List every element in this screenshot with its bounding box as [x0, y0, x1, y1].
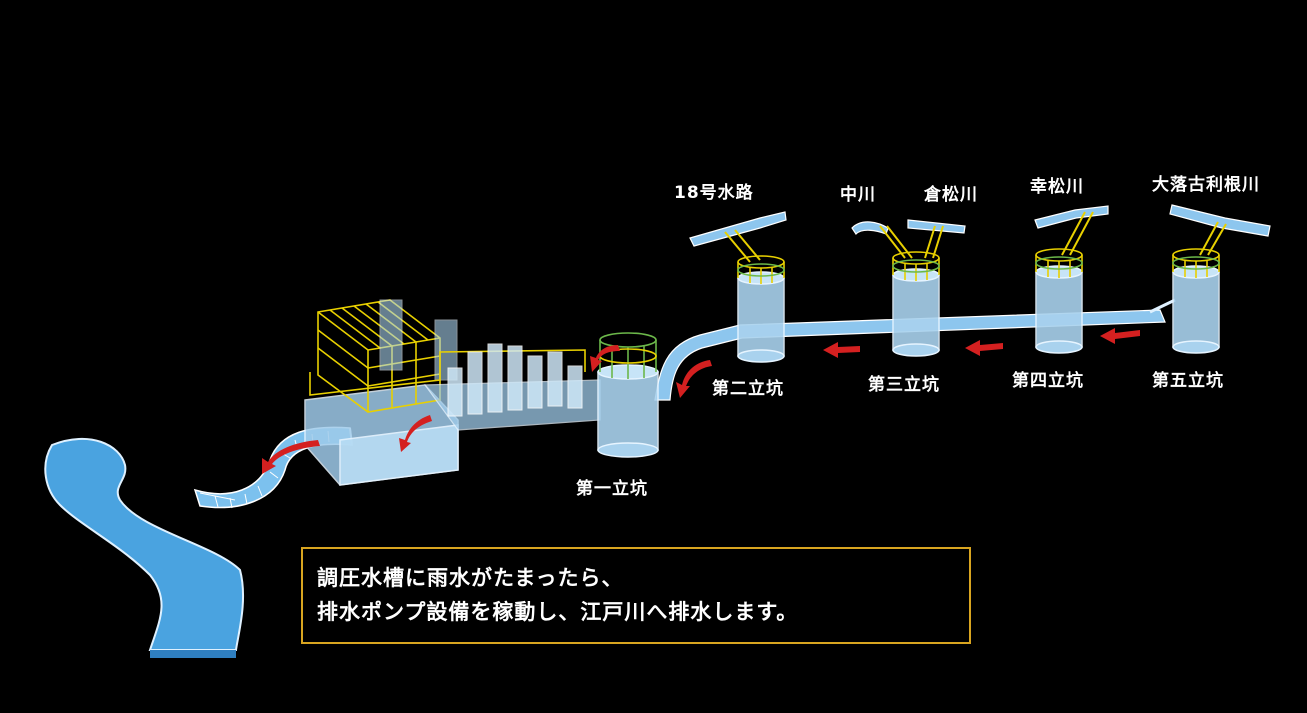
caption-line-2: 排水ポンプ設備を稼動し、江戸川へ排水します。 — [317, 600, 799, 624]
river-label-18gou: 18号水路 — [674, 183, 754, 203]
river-label-ootoshifurutone: 大落古利根川 — [1152, 175, 1260, 195]
caption-line-1: 調圧水槽に雨水がたまったら、 — [317, 566, 624, 590]
river-label-koumatsugawa: 幸松川 — [1030, 177, 1084, 197]
shaft-label-4: 第四立坑 — [1012, 371, 1084, 391]
shaft-cylinders — [597, 265, 1220, 458]
shaft-label-5: 第五立坑 — [1152, 371, 1224, 391]
shaft-label-2: 第二立坑 — [712, 379, 784, 399]
pump-station — [304, 299, 586, 486]
river-label-nakagawa: 中川 — [840, 185, 876, 205]
flow-arrows — [262, 328, 1140, 474]
shaft-label-3: 第三立坑 — [868, 375, 940, 395]
edo-river — [44, 437, 245, 658]
caption-box: 調圧水槽に雨水がたまったら、 排水ポンプ設備を稼動し、江戸川へ排水します。 — [301, 547, 971, 644]
river-intakes — [689, 204, 1271, 263]
shaft-label-1: 第一立坑 — [576, 479, 648, 499]
river-label-kuramatsugawa: 倉松川 — [924, 185, 978, 205]
pressure-tank — [423, 343, 601, 431]
shaft-cages — [599, 248, 1220, 379]
